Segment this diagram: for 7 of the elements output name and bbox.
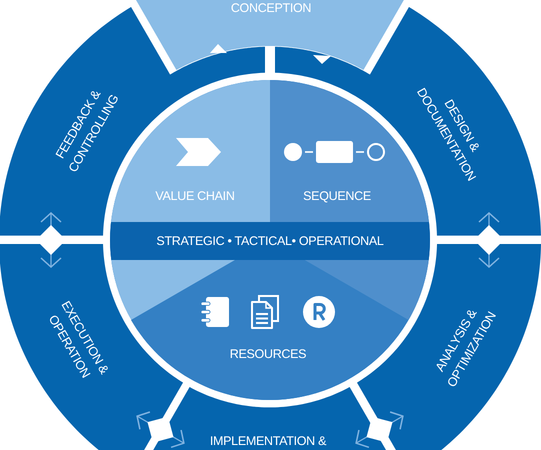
segment-label: IMPLEMENTATION & [210, 432, 326, 450]
banner-label: STRATEGIC • TACTICAL• OPERATIONAL [156, 232, 384, 250]
section-label: SEQUENCE [303, 188, 371, 205]
diamond-connector [355, 411, 404, 448]
section-label: VALUE CHAIN [155, 188, 235, 205]
segment-label: CONCEPTION [230, 0, 312, 17]
diamond-connector [136, 411, 185, 448]
